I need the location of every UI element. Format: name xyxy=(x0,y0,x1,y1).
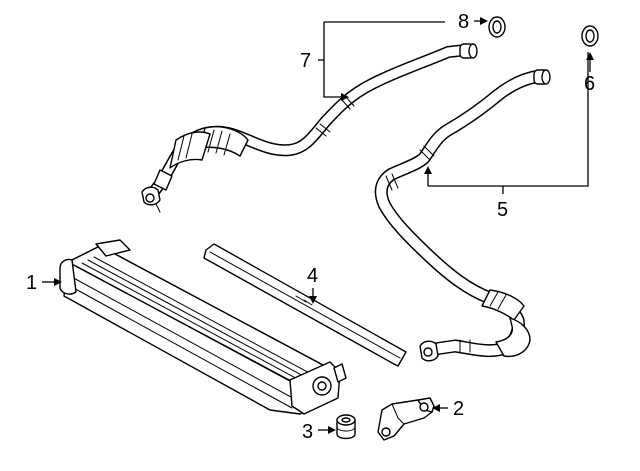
callout-6: 6 xyxy=(584,73,595,95)
callout-2: 2 xyxy=(453,398,464,420)
callout-1: 1 xyxy=(26,272,37,294)
leader-lines xyxy=(42,17,594,434)
callout-4: 4 xyxy=(307,265,318,287)
callout-7: 7 xyxy=(300,50,311,72)
oil-cooler-icon[interactable] xyxy=(59,239,347,415)
seal-strip-icon[interactable] xyxy=(203,243,407,367)
o-ring-icon[interactable] xyxy=(581,25,599,47)
rubber-mount-icon[interactable] xyxy=(336,414,356,440)
callout-5: 5 xyxy=(497,199,508,221)
callout-3: 3 xyxy=(302,421,313,443)
callout-8: 8 xyxy=(458,11,469,33)
mounting-bracket-icon[interactable] xyxy=(377,397,435,441)
supply-hose-icon[interactable] xyxy=(141,43,478,213)
return-hose-icon[interactable] xyxy=(374,69,551,362)
o-ring-icon[interactable] xyxy=(488,16,506,38)
